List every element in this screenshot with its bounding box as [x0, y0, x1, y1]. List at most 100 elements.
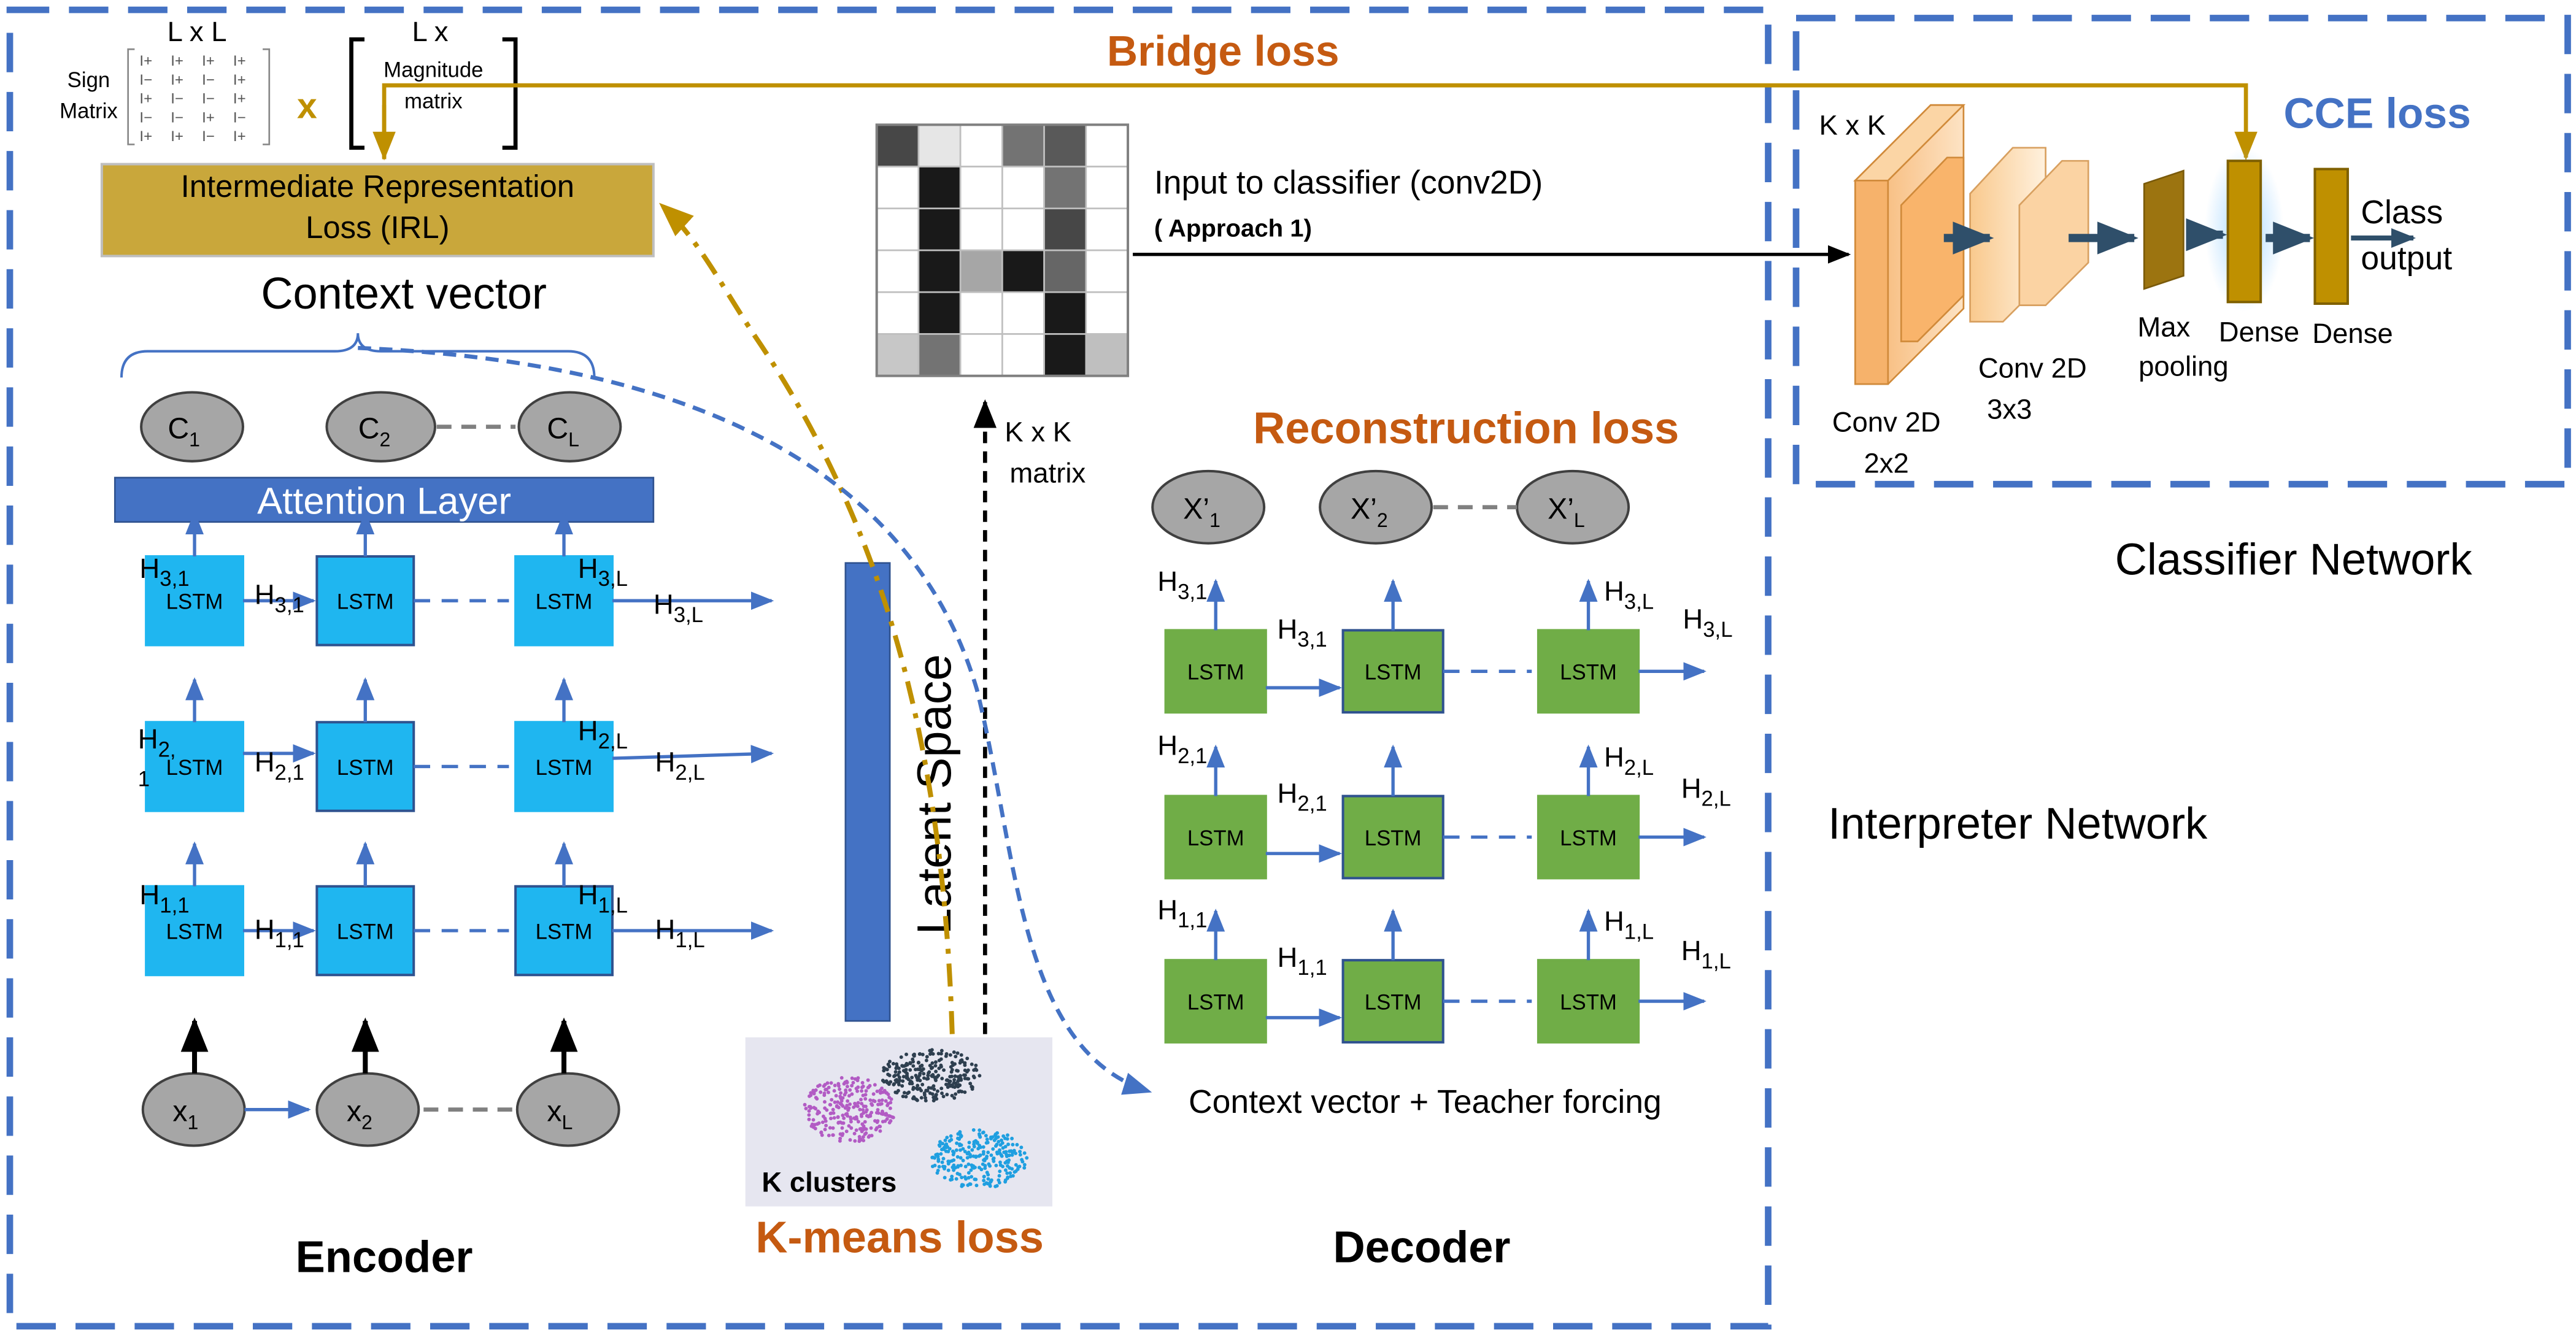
kclusters-label: K clusters: [762, 1166, 897, 1198]
cluster-point: [822, 1093, 827, 1098]
dec-h21-mid: H2,1: [1278, 777, 1327, 815]
cluster-point: [882, 1069, 886, 1073]
cluster-point: [901, 1079, 905, 1083]
encoder-lstm-cell: LSTM: [514, 555, 614, 647]
encoder-lstm-cell: LSTM: [145, 721, 244, 812]
enc-h1l-up: H1,L: [578, 879, 628, 917]
cluster-point: [910, 1082, 914, 1086]
cluster-point: [830, 1098, 834, 1102]
magnitude-label-2: matrix: [404, 90, 463, 113]
cluster-point: [931, 1072, 935, 1077]
cluster-point: [994, 1163, 998, 1167]
cluster-point: [911, 1096, 915, 1101]
cluster-point: [860, 1085, 864, 1090]
cluster-point: [924, 1096, 927, 1100]
cluster-point: [1003, 1168, 1008, 1172]
cluster-point: [877, 1099, 881, 1103]
cluster-point: [861, 1108, 865, 1112]
cluster-point: [867, 1134, 871, 1138]
cluster-point: [889, 1101, 893, 1105]
bridge-loss-title: Bridge loss: [1107, 27, 1340, 75]
decoder-lstm-cell: LSTM: [1341, 794, 1444, 880]
cluster-point: [831, 1111, 836, 1115]
cluster-point: [963, 1090, 967, 1094]
svg-text:X’2: X’2: [1351, 492, 1388, 531]
enc-h2l-out: H2,L: [655, 746, 705, 784]
decoder-label: Decoder: [1333, 1223, 1510, 1272]
cluster-point: [997, 1140, 1001, 1144]
cluster-point: [911, 1053, 916, 1057]
sign-matrix-cell: I−: [202, 72, 215, 88]
classifier-network-frame: [1792, 15, 2571, 488]
cluster-point: [1005, 1154, 1009, 1158]
cluster-point: [865, 1113, 869, 1118]
cluster-point: [943, 1175, 947, 1180]
cluster-point: [858, 1138, 863, 1142]
cluster-point: [889, 1097, 893, 1101]
cluster-point: [958, 1059, 963, 1063]
cluster-point: [848, 1088, 852, 1092]
dec-h21-up: H2,1: [1157, 730, 1207, 768]
class-output-label-2: output: [2361, 240, 2452, 277]
cluster-point: [984, 1140, 989, 1145]
cluster-point: [957, 1090, 961, 1093]
cluster-point: [933, 1075, 936, 1079]
cluster-point: [932, 1087, 936, 1091]
decoder-lstm-cell: LSTM: [1164, 794, 1267, 880]
enc-h2l-up: H2,L: [578, 715, 628, 753]
cluster-point: [1022, 1166, 1027, 1170]
conv-2x2-front: [1854, 179, 1889, 385]
cluster-point: [948, 1159, 952, 1164]
kxk-matrix-cell: [917, 333, 962, 377]
cluster-point: [1011, 1142, 1015, 1147]
cluster-point: [812, 1105, 816, 1110]
dec-h31-up: H3,1: [1157, 566, 1207, 604]
cluster-point: [1010, 1136, 1014, 1140]
encoder-lstm-cell: LSTM: [514, 885, 614, 977]
cluster-point: [875, 1089, 879, 1093]
cluster-point: [864, 1089, 868, 1093]
cluster-point: [812, 1091, 816, 1096]
cluster-point: [839, 1099, 844, 1103]
cce-loss-title: CCE loss: [2283, 90, 2470, 137]
magnitude-bracket-left: [349, 37, 364, 150]
lxl-label: L x L: [168, 16, 227, 47]
cluster-point: [833, 1083, 837, 1088]
cluster-point: [862, 1126, 866, 1131]
cluster-point: [1000, 1141, 1005, 1145]
cluster-point: [807, 1117, 811, 1121]
cluster-point: [947, 1139, 952, 1143]
dec-h3l-up: H3,L: [1604, 575, 1654, 613]
cluster-point: [896, 1088, 900, 1093]
cluster-point: [985, 1137, 989, 1142]
cluster-point: [870, 1110, 874, 1115]
kxk-matrix-cell: [876, 207, 920, 252]
cluster-point: [945, 1093, 949, 1097]
cluster-point: [850, 1092, 854, 1096]
cluster-point: [922, 1093, 927, 1097]
cluster-point: [984, 1156, 989, 1160]
enc-h11-mid: H1,1: [255, 913, 304, 952]
cluster-point: [842, 1116, 846, 1120]
cluster-point: [838, 1136, 843, 1140]
cluster-point: [959, 1163, 963, 1167]
kmeans-loss-title: K-means loss: [755, 1213, 1044, 1262]
cluster-point: [861, 1093, 865, 1098]
svg-text:C2: C2: [358, 412, 391, 450]
cluster-point: [974, 1154, 978, 1158]
cluster-point: [955, 1051, 960, 1055]
cluster-point: [945, 1136, 949, 1140]
cluster-point: [817, 1121, 821, 1125]
sign-matrix-cell: I−: [202, 128, 215, 145]
cluster-point: [958, 1172, 962, 1177]
dec-h11-mid: H1,1: [1278, 942, 1327, 980]
cluster-point: [814, 1096, 818, 1100]
kxk-matrix-cell: [1001, 333, 1045, 377]
cluster-point: [966, 1175, 971, 1180]
cluster-point: [1012, 1170, 1017, 1174]
cluster-point: [866, 1078, 870, 1082]
cluster-point: [981, 1145, 985, 1149]
cluster-point: [963, 1068, 967, 1072]
conv2-label: Conv 2D: [1978, 352, 2087, 383]
cluster-point: [854, 1086, 858, 1091]
